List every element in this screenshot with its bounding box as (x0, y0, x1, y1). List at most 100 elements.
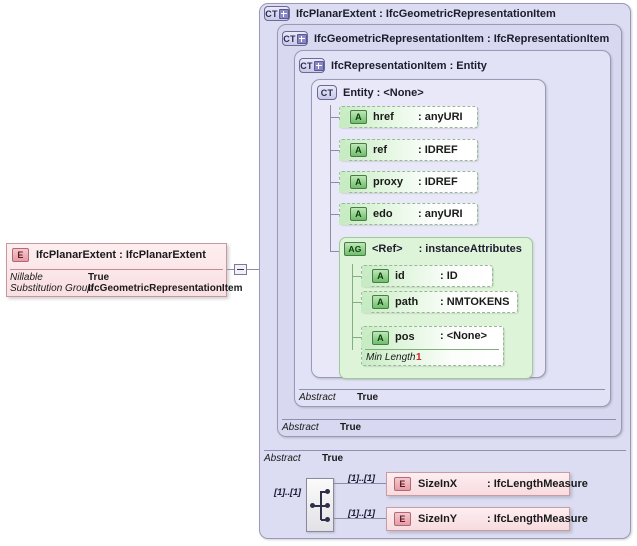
element-name: SizeInX (418, 478, 458, 490)
entity-tree-branch-ref (330, 150, 340, 151)
ct-panel-2-divider (282, 419, 616, 420)
attribute-type: : anyURI (418, 111, 463, 123)
sequence-bar (320, 491, 322, 520)
attribute-name: href (373, 111, 394, 123)
sequence-node-dot-3 (325, 517, 330, 522)
attribute-edo[interactable]: A edo : anyURI (339, 203, 478, 225)
ct-panel-ifcgeometricrepresentationitem-title: CT IfcGeometricRepresentationItem : IfcR… (282, 31, 609, 46)
attribute-name: id (395, 270, 405, 282)
attribute-id[interactable]: A id : ID (361, 265, 493, 287)
sequence-stem (314, 505, 321, 507)
element-badge-icon: E (12, 248, 29, 262)
sequence-node-dot-1 (325, 489, 330, 494)
attribute-pos[interactable]: A pos : <None> (361, 326, 504, 366)
root-element-divider (10, 269, 223, 270)
sizeiny-cardinality: [1]..[1] (348, 508, 375, 519)
complextype-expand-icon[interactable]: CT (282, 31, 308, 46)
attribute-href[interactable]: A href : anyURI (339, 106, 478, 128)
sequence-branch-1 (321, 491, 326, 493)
entity-tree-branch-group (330, 251, 340, 252)
collapse-toggle[interactable] (234, 264, 247, 275)
sequence-cardinality: [1]..[1] (274, 487, 301, 498)
group-tree-spine (352, 264, 353, 350)
entity-tree-branch-href (330, 117, 340, 118)
attribute-type: : NMTOKENS (440, 296, 510, 308)
ct-panel-3-divider (299, 389, 605, 390)
attribute-badge-icon: A (372, 331, 389, 345)
element-name: SizeInY (418, 513, 458, 525)
attribute-badge-icon: A (350, 143, 367, 157)
attribute-type: : IDREF (418, 144, 458, 156)
root-property-nillable-key: Nillable (10, 272, 43, 283)
attribute-badge-icon: A (372, 295, 389, 309)
ct-panel-3-abstract-key: Abstract (299, 392, 336, 403)
root-element-label: IfcPlanarExtent : IfcPlanarExtent (36, 249, 206, 261)
element-type: : IfcLengthMeasure (487, 478, 588, 490)
ct-panel-3-abstract-value: True (357, 392, 379, 403)
ct-panel-1-abstract-value: True (322, 453, 344, 464)
group-tree-branch-pos (352, 337, 362, 338)
attribute-group-name: <Ref> (372, 243, 403, 255)
ct-panel-ifcgeometricrepresentationitem-label: IfcGeometricRepresentationItem : IfcRepr… (314, 32, 610, 45)
sequence-node-dot-2 (325, 503, 330, 508)
root-connector-line (227, 269, 234, 270)
attribute-path[interactable]: A path : NMTOKENS (361, 291, 518, 313)
entity-tree-branch-proxy (330, 182, 340, 183)
facet-minlength-key: Min Length (366, 352, 416, 363)
group-tree-branch-id (352, 276, 362, 277)
attribute-name: pos (395, 331, 415, 343)
attribute-proxy[interactable]: A proxy : IDREF (339, 171, 478, 193)
attribute-badge-icon: A (372, 269, 389, 283)
sequence-to-sizeiny-line (334, 518, 386, 519)
sequence-to-sizeinx-line (334, 483, 386, 484)
ct-panel-entity-title: CT Entity : <None> (317, 85, 424, 100)
entity-tree-branch-edo (330, 214, 340, 215)
attribute-name: ref (373, 144, 388, 156)
attribute-name: proxy (373, 176, 403, 188)
attribute-badge-icon: A (350, 175, 367, 189)
ct-panel-ifcrepresentationitem-label: IfcRepresentationItem : Entity (331, 59, 487, 72)
ct-panel-1-abstract-key: Abstract (264, 453, 301, 464)
attribute-type: : <None> (440, 330, 488, 342)
root-element-box[interactable] (6, 243, 227, 297)
root-property-nillable-value: True (88, 272, 110, 283)
element-badge-icon: E (394, 512, 411, 526)
root-property-substitution-key: Substitution Group (10, 283, 93, 294)
element-type: : IfcLengthMeasure (487, 513, 588, 525)
facet-minlength-value: 1 (416, 352, 422, 363)
sequence-branch-3 (321, 519, 326, 521)
element-sizeiny[interactable]: E SizeInY : IfcLengthMeasure (386, 507, 588, 531)
attribute-pos-divider (365, 349, 499, 350)
group-tree-branch-path (352, 302, 362, 303)
sequence-origin-dot (310, 503, 315, 508)
sequence-icon[interactable] (306, 478, 334, 532)
element-sizeinx[interactable]: E SizeInX : IfcLengthMeasure (386, 472, 588, 496)
ct-panel-1-divider (264, 450, 626, 451)
complextype-expand-icon[interactable]: CT (299, 58, 325, 73)
attribute-type: : IDREF (418, 176, 458, 188)
attribute-badge-icon: A (350, 207, 367, 221)
root-property-substitution-value: IfcGeometricRepresentationItem (88, 283, 243, 294)
sequence-branch-2 (321, 505, 326, 507)
ct-panel-ifcplanarextent-label: IfcPlanarExtent : IfcGeometricRepresenta… (296, 7, 556, 20)
sizeinx-cardinality: [1]..[1] (348, 473, 375, 484)
attribute-badge-icon: A (350, 110, 367, 124)
entity-tree-spine (330, 105, 331, 252)
attribute-group-badge-icon: AG (344, 242, 366, 256)
complextype-icon: CT (317, 85, 337, 100)
attribute-ref[interactable]: A ref : IDREF (339, 139, 478, 161)
attribute-type: : ID (440, 270, 458, 282)
attribute-name: edo (373, 208, 393, 220)
ct-panel-ifcrepresentationitem-title: CT IfcRepresentationItem : Entity (299, 58, 487, 73)
attribute-group-title: AG <Ref> : instanceAttributes (344, 242, 522, 256)
ct-panel-entity-label: Entity : <None> (343, 86, 424, 99)
attribute-type: : anyURI (418, 208, 463, 220)
attribute-name: path (395, 296, 419, 308)
ct-panel-ifcplanarextent-title: CT IfcPlanarExtent : IfcGeometricReprese… (264, 6, 556, 21)
complextype-expand-icon[interactable]: CT (264, 6, 290, 21)
attribute-group-type: : instanceAttributes (418, 243, 522, 255)
root-element-title: E IfcPlanarExtent : IfcPlanarExtent (12, 248, 206, 262)
element-badge-icon: E (394, 477, 411, 491)
ct-panel-2-abstract-key: Abstract (282, 422, 319, 433)
